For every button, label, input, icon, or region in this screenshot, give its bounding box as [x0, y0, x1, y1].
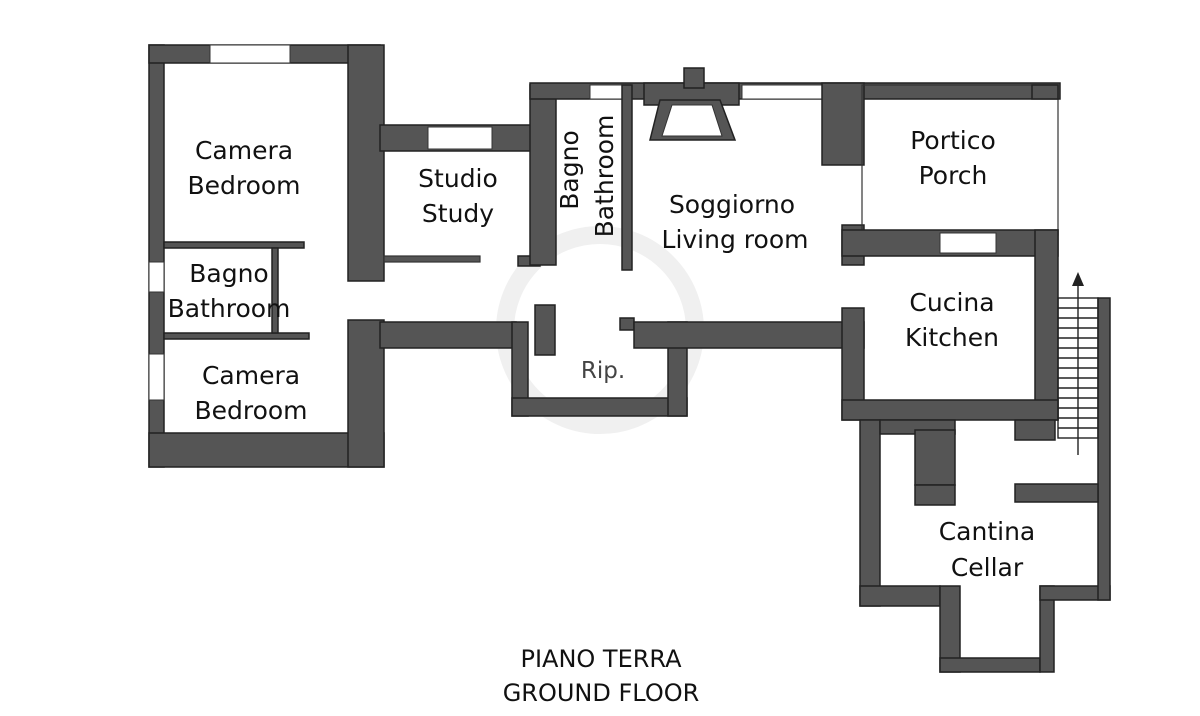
east-walls	[841, 84, 1059, 421]
left-wing-walls	[148, 44, 385, 468]
label-cantina-en: Cellar	[951, 553, 1024, 582]
label-bagno-center-it: Bagno	[555, 130, 584, 209]
floor-title-en: GROUND FLOOR	[503, 679, 700, 707]
label-studio-it: Studio	[418, 164, 498, 193]
cellar-walls	[859, 297, 1111, 673]
label-camera-top-it: Camera	[195, 136, 293, 165]
label-camera-bottom-it: Camera	[202, 361, 300, 390]
floor-title-it: PIANO TERRA	[520, 645, 682, 673]
study-walls	[379, 124, 541, 349]
stair-arrow-icon	[1072, 272, 1084, 286]
label-studio-en: Study	[422, 199, 494, 228]
label-bagno-center-en: Bathroom	[590, 115, 619, 238]
label-soggiorno-it: Soggiorno	[669, 190, 795, 219]
label-ripostiglio: Rip.	[581, 358, 625, 384]
label-portico-it: Portico	[910, 126, 996, 155]
label-camera-top-en: Bedroom	[187, 171, 300, 200]
label-bagno-left-it: Bagno	[189, 259, 268, 288]
label-cucina-en: Kitchen	[905, 323, 999, 352]
label-camera-bottom-en: Bedroom	[194, 396, 307, 425]
label-soggiorno-en: Living room	[662, 225, 809, 254]
label-bagno-left-en: Bathroom	[168, 294, 291, 323]
label-cucina-it: Cucina	[909, 288, 994, 317]
staircase	[1057, 272, 1099, 455]
label-cantina-it: Cantina	[939, 517, 1036, 546]
label-portico-en: Porch	[919, 161, 988, 190]
